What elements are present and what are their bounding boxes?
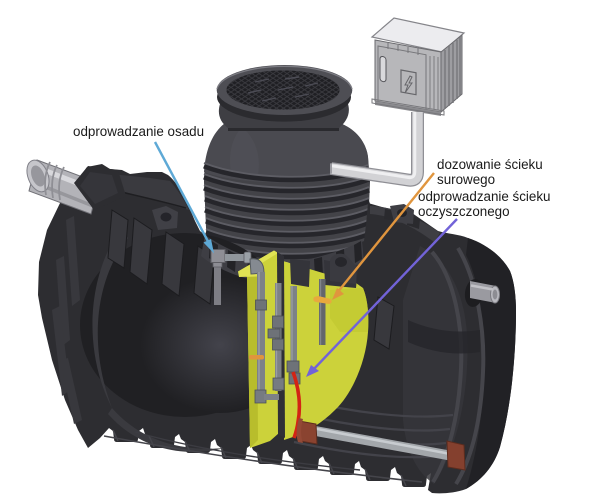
- svg-text:dozowanie ścieku: dozowanie ścieku: [437, 157, 543, 172]
- svg-text:oczyszczonego: oczyszczonego: [418, 204, 510, 219]
- svg-text:odprowadzanie ścieku: odprowadzanie ścieku: [418, 189, 551, 204]
- svg-text:surowego: surowego: [437, 172, 495, 187]
- svg-text:odprowadzanie osadu: odprowadzanie osadu: [73, 124, 204, 139]
